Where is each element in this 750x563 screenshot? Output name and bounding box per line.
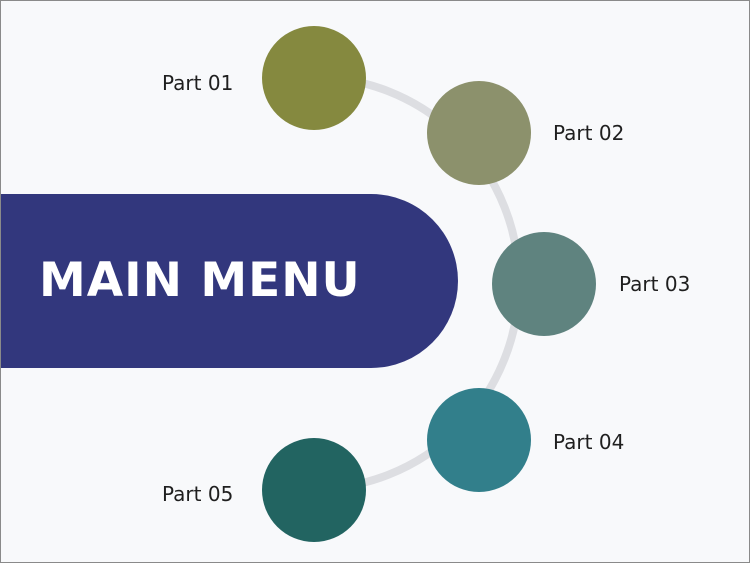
part-04-label: Part 04 xyxy=(553,430,625,454)
main-menu-title: MAIN MENU xyxy=(39,253,361,308)
main-menu-banner[interactable] xyxy=(1,194,458,368)
part-02-label: Part 02 xyxy=(553,121,625,145)
part-05-node[interactable] xyxy=(262,438,366,542)
part-01-label: Part 01 xyxy=(162,71,234,95)
part-01-node[interactable] xyxy=(262,26,366,130)
part-03-label: Part 03 xyxy=(619,272,691,296)
part-05-label: Part 05 xyxy=(162,482,234,506)
part-02-node[interactable] xyxy=(427,81,531,185)
part-04-node[interactable] xyxy=(427,388,531,492)
part-03-node[interactable] xyxy=(492,232,596,336)
